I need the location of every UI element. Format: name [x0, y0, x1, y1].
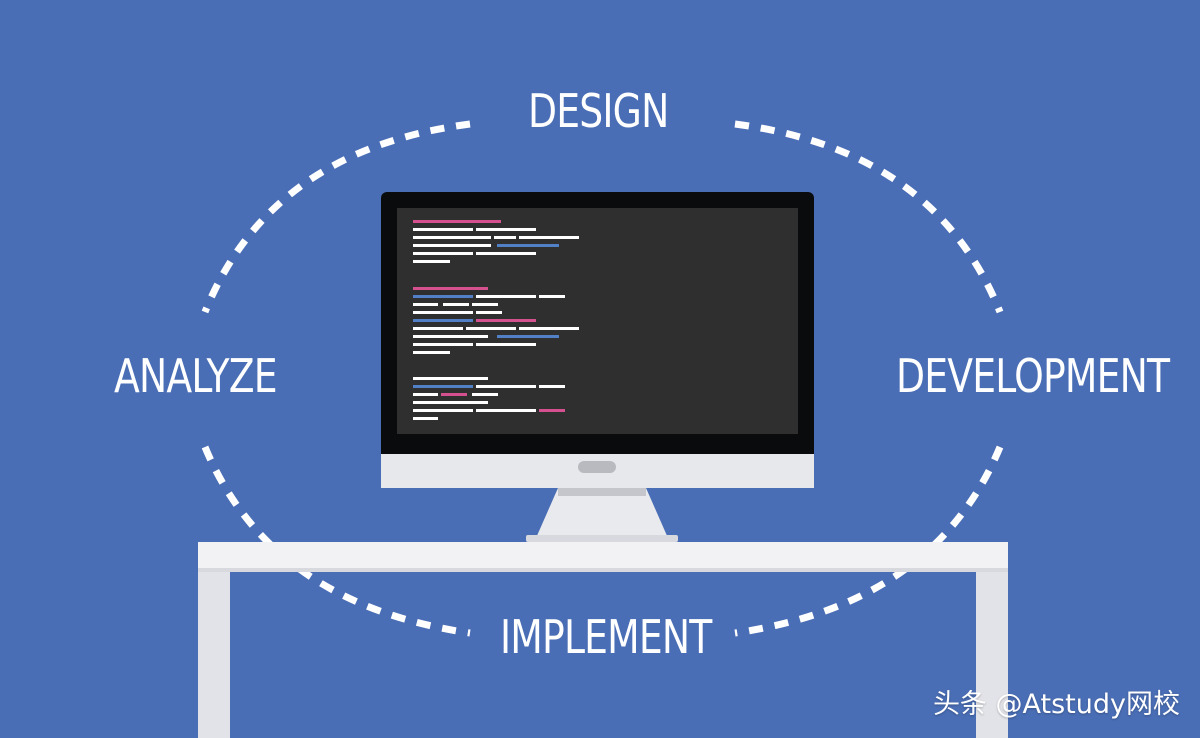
desk-leg-right	[976, 565, 1008, 738]
code-line-segment	[413, 393, 438, 396]
monitor-stand	[536, 488, 668, 538]
code-line-segment	[472, 303, 498, 306]
code-line-segment	[441, 393, 467, 396]
code-line-segment	[476, 252, 536, 255]
code-line-segment	[413, 311, 473, 314]
monitor-stand-base	[526, 535, 678, 542]
code-line-segment	[476, 311, 502, 314]
watermark: 头条 @Atstudy网校	[932, 689, 1180, 720]
code-line-segment	[413, 327, 463, 330]
code-line-segment	[413, 319, 473, 322]
code-line-segment	[413, 295, 473, 298]
stage-label-design: DESIGN	[528, 84, 669, 138]
code-line-segment	[476, 343, 536, 346]
code-line-segment	[443, 303, 469, 306]
desk-top-shadow	[198, 568, 1008, 572]
code-line-segment	[413, 228, 473, 231]
code-line-segment	[413, 409, 473, 412]
code-line-segment	[472, 393, 498, 396]
code-line-segment	[413, 335, 488, 338]
code-line-segment	[519, 327, 579, 330]
code-line-segment	[476, 385, 536, 388]
code-line-segment	[466, 327, 516, 330]
code-line-segment	[413, 252, 473, 255]
monitor-stand-neck-shadow	[558, 488, 646, 496]
code-line-segment	[476, 409, 536, 412]
desk-icon	[198, 542, 1008, 738]
code-line-segment	[413, 377, 488, 380]
code-line-segment	[413, 385, 473, 388]
code-line-segment	[413, 303, 438, 306]
code-line-segment	[413, 351, 450, 354]
stage-label-implement: IMPLEMENT	[500, 610, 712, 664]
cycle-arc-top-right	[734, 120, 1004, 314]
code-line-segment	[413, 287, 488, 290]
code-line-segment	[539, 295, 565, 298]
code-line-segment	[413, 401, 488, 404]
code-line-segment	[413, 260, 450, 263]
code-line-segment	[413, 343, 473, 346]
stage-label-development: DEVELOPMENT	[896, 349, 1170, 403]
code-line-segment	[497, 244, 559, 247]
monitor-chin-corner-fix	[381, 446, 814, 454]
code-line-segment	[413, 244, 491, 247]
cycle-arc-top-left	[201, 120, 471, 314]
code-line-segment	[413, 236, 491, 239]
code-line-segment	[539, 409, 565, 412]
code-line-segment	[539, 385, 565, 388]
stage-label-analyze: ANALYZE	[114, 349, 278, 403]
code-line-segment	[413, 417, 438, 420]
desk-leg-left	[198, 565, 230, 738]
code-line-segment	[476, 228, 536, 231]
code-line-segment	[494, 236, 516, 239]
code-line-segment	[413, 220, 501, 223]
code-line-segment	[476, 319, 536, 322]
monitor-power-button	[578, 461, 616, 473]
code-lines	[413, 220, 579, 420]
code-line-segment	[519, 236, 579, 239]
code-line-segment	[497, 335, 559, 338]
code-line-segment	[476, 295, 536, 298]
desk-top	[198, 542, 1008, 571]
desktop-monitor-icon	[381, 192, 814, 542]
